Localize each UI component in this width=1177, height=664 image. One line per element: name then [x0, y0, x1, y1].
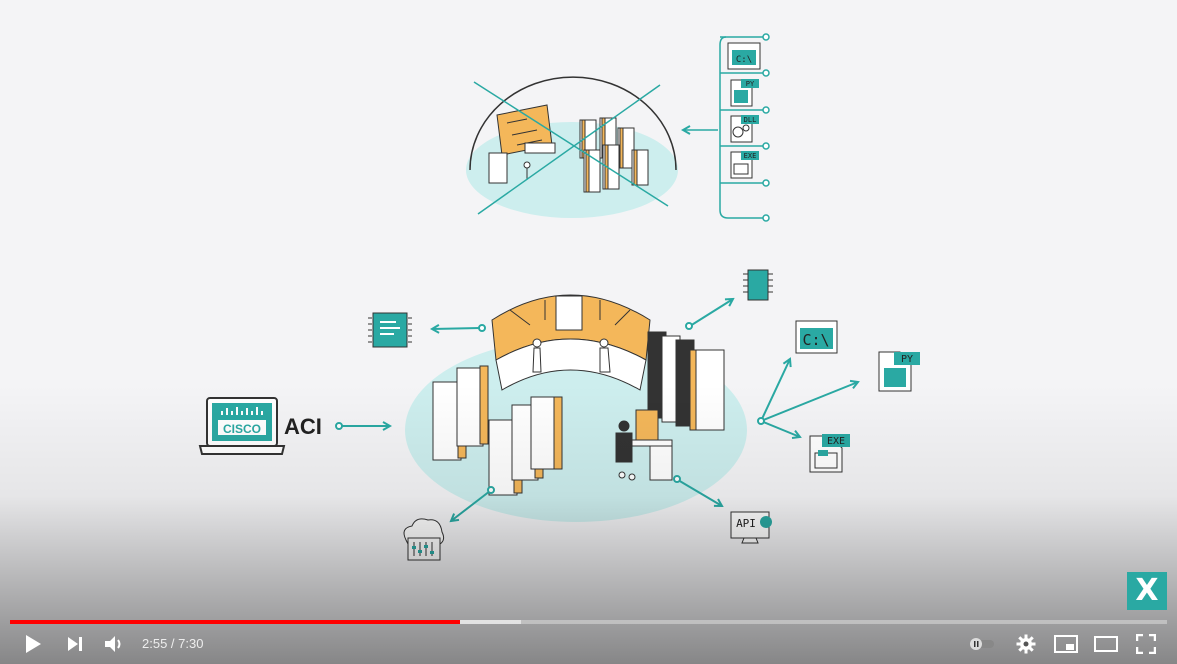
miniplayer-icon [1054, 635, 1078, 653]
autoplay-toggle-icon [970, 638, 994, 650]
gear-icon [1016, 634, 1036, 654]
mute-button[interactable] [99, 624, 129, 664]
py-label: PY [901, 354, 913, 365]
theater-mode-button[interactable] [1090, 624, 1122, 664]
python-file-icon [878, 351, 920, 392]
py-label-top: PY [746, 80, 755, 88]
fullscreen-icon [1136, 634, 1156, 654]
aci-datacenter-illustration [405, 294, 747, 522]
volume-icon [105, 636, 121, 652]
progress-bar[interactable] [10, 620, 1167, 624]
cmd-label-top: C:\ [736, 55, 752, 65]
play-icon [26, 635, 41, 653]
api-monitor-icon [730, 511, 772, 544]
time-display: 2:55 / 7:30 [142, 624, 203, 664]
api-label: API [736, 517, 756, 530]
exe-label: EXE [827, 436, 845, 447]
file-tree [719, 33, 770, 222]
cisco-laptop-icon [198, 397, 286, 455]
fullscreen-button[interactable] [1130, 624, 1162, 664]
played-range [10, 620, 461, 624]
legacy-datacenter-illustration [466, 76, 718, 218]
memory-chip-icon [743, 269, 773, 301]
miniplayer-button[interactable] [1050, 624, 1082, 664]
aci-label: ACI [284, 414, 322, 439]
time-separator: / [167, 636, 179, 651]
cloud-mixer-icon [403, 518, 445, 561]
command-prompt-icon [795, 320, 838, 354]
channel-logo[interactable]: X [1127, 572, 1167, 610]
next-button[interactable] [60, 624, 90, 664]
theater-mode-icon [1094, 636, 1118, 652]
processor-chip-icon [368, 312, 412, 348]
exe-file-icon [809, 434, 850, 473]
settings-button[interactable] [1010, 624, 1042, 664]
current-time: 2:55 [142, 636, 168, 651]
control-bar: 2:55 / 7:30 [0, 624, 1177, 664]
duration: 7:30 [178, 636, 204, 651]
skip-next-icon [68, 637, 82, 651]
play-button[interactable] [18, 624, 48, 664]
cmd-label: C:\ [802, 331, 829, 349]
dll-label-top: DLL [744, 116, 757, 124]
exe-label-top: EXE [744, 152, 757, 160]
cisco-text: CISCO [223, 422, 261, 436]
autoplay-toggle[interactable] [966, 624, 998, 664]
